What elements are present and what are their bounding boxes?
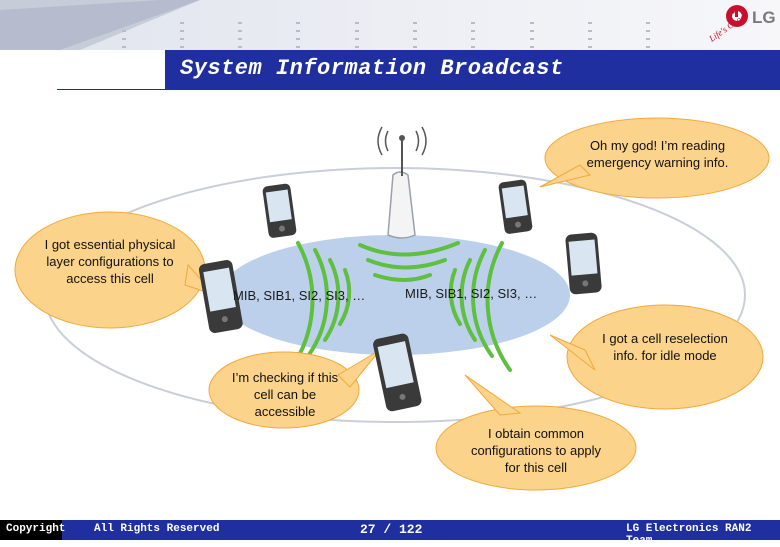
header-dash [646, 38, 650, 40]
header-dash [530, 46, 534, 48]
header-dash [296, 38, 300, 40]
footer-rights: All Rights Reserved [94, 523, 220, 535]
phones [198, 179, 602, 412]
header-dash [122, 38, 126, 40]
header-dash [471, 30, 475, 32]
bubble-physical: I got essential physical layer configura… [44, 237, 176, 286]
header-dash [122, 46, 126, 48]
header-dash [296, 22, 300, 24]
header-dash [413, 38, 417, 40]
header-dash [180, 46, 184, 48]
header-dash [355, 22, 359, 24]
header-dash [413, 46, 417, 48]
header-dash [180, 30, 184, 32]
bubble-checking: I’m checking if this cell can be accessi… [231, 370, 339, 419]
header-dash [355, 46, 359, 48]
header-dash [122, 22, 126, 24]
header-dash [588, 30, 592, 32]
header-dash [646, 30, 650, 32]
header-dash [238, 30, 242, 32]
header-dash [471, 22, 475, 24]
broadcast-label-left: MIB, SIB1, SI2, SI3, … [233, 288, 366, 303]
header-dash [180, 22, 184, 24]
header-dash [588, 46, 592, 48]
header-swoosh [0, 0, 200, 50]
diagram [14, 117, 770, 491]
header-dash [238, 46, 242, 48]
header-dash [296, 30, 300, 32]
footer-copyright: Copyright [6, 523, 66, 535]
page-title: System Information Broadcast [180, 56, 564, 81]
header-dash [355, 38, 359, 40]
header-dash [122, 30, 126, 32]
bubble-common: I obtain common configurations to apply … [470, 426, 602, 475]
bubble-reselection: I got a cell reselection info. for idle … [602, 331, 728, 363]
header-dash [355, 30, 359, 32]
header-dash [646, 46, 650, 48]
header-dash [296, 46, 300, 48]
title-underline [57, 89, 165, 90]
header-dash [588, 38, 592, 40]
header-dash [413, 30, 417, 32]
signal-waves [288, 241, 512, 372]
header-dash [180, 38, 184, 40]
bubbles [14, 117, 770, 491]
title-bar [165, 50, 780, 90]
footer-copyright-block [0, 520, 62, 540]
header-dash [588, 22, 592, 24]
header-dash [530, 30, 534, 32]
header-dash [238, 38, 242, 40]
header-dash [471, 46, 475, 48]
footer: Copyright All Rights Reserved 27 / 122 L… [0, 520, 780, 547]
header-dash [238, 22, 242, 24]
broadcast-label-right: MIB, SIB1, SI2, SI3, … [405, 286, 538, 301]
bubble-emergency: Oh my god! I’m reading emergency warning… [586, 138, 729, 170]
antenna-tower [377, 126, 427, 239]
header-dash [530, 22, 534, 24]
page-number: 27 / 122 [360, 522, 423, 537]
lg-logo: LG Life's Good [706, 5, 776, 44]
logo-text: LG [752, 8, 776, 27]
header-dash [413, 22, 417, 24]
header-dash [471, 38, 475, 40]
header-dash [646, 22, 650, 24]
footer-team: LG Electronics RAN2 Team [626, 523, 752, 547]
header-dash [530, 38, 534, 40]
